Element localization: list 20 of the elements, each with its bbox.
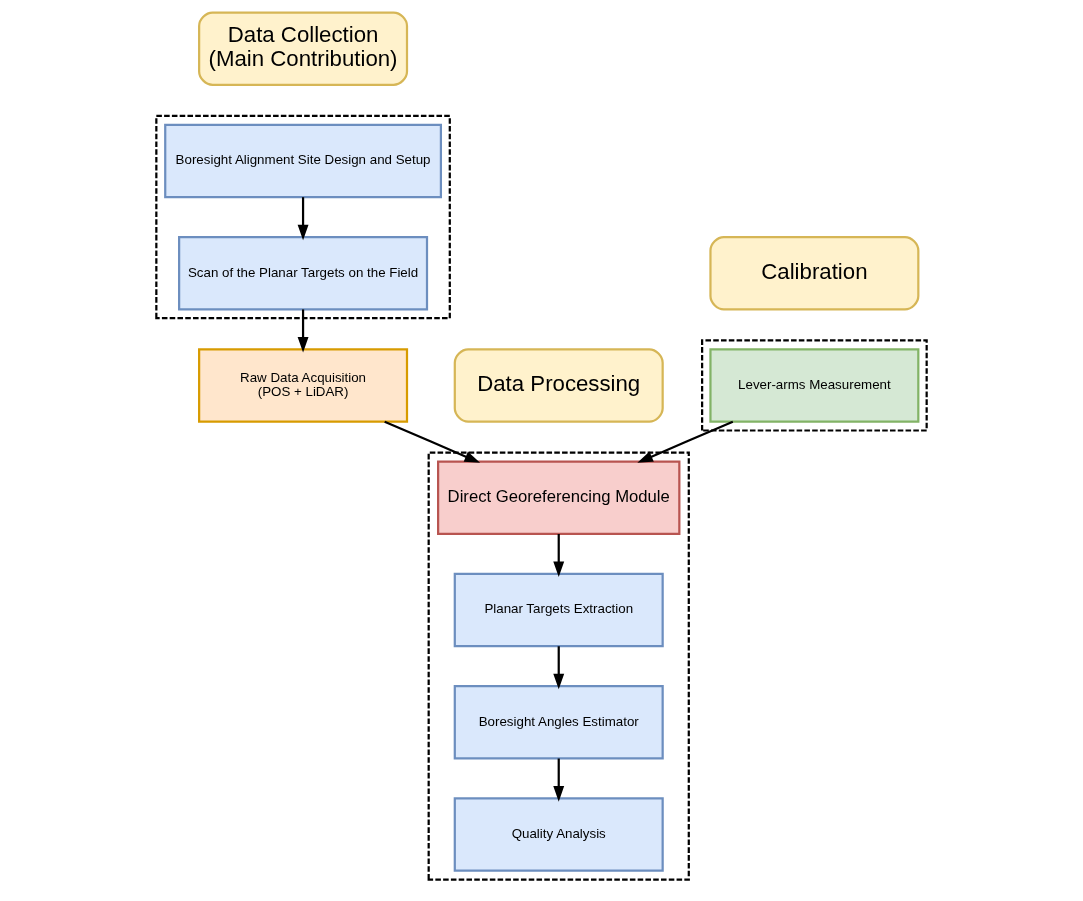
arrow xyxy=(637,420,734,463)
node-box: Boresight Alignment Site Design and Setup xyxy=(164,123,442,199)
node-box: Quality Analysis xyxy=(453,797,664,872)
arrow xyxy=(553,534,565,578)
node-box: Scan of the Planar Targets on the Field xyxy=(178,235,429,311)
node-box: Boresight Angles Estimator xyxy=(453,685,664,760)
arrow xyxy=(297,309,309,353)
node-box: Lever-arms Measurement xyxy=(709,348,920,423)
node-box: Direct Georeferencing Module xyxy=(437,460,681,535)
arrow xyxy=(384,420,481,463)
node-box: Planar Targets Extraction xyxy=(453,572,664,648)
node-box: Data Collection (Main Contribution) xyxy=(198,11,409,86)
arrow xyxy=(553,758,565,802)
cluster xyxy=(701,339,928,432)
arrow xyxy=(553,646,565,690)
arrow xyxy=(297,197,309,241)
node-box: Calibration xyxy=(709,235,920,311)
node-box: Data Processing xyxy=(453,348,664,423)
node-box: Raw Data Acquisition (POS + LiDAR) xyxy=(198,348,409,423)
cluster xyxy=(155,114,451,320)
